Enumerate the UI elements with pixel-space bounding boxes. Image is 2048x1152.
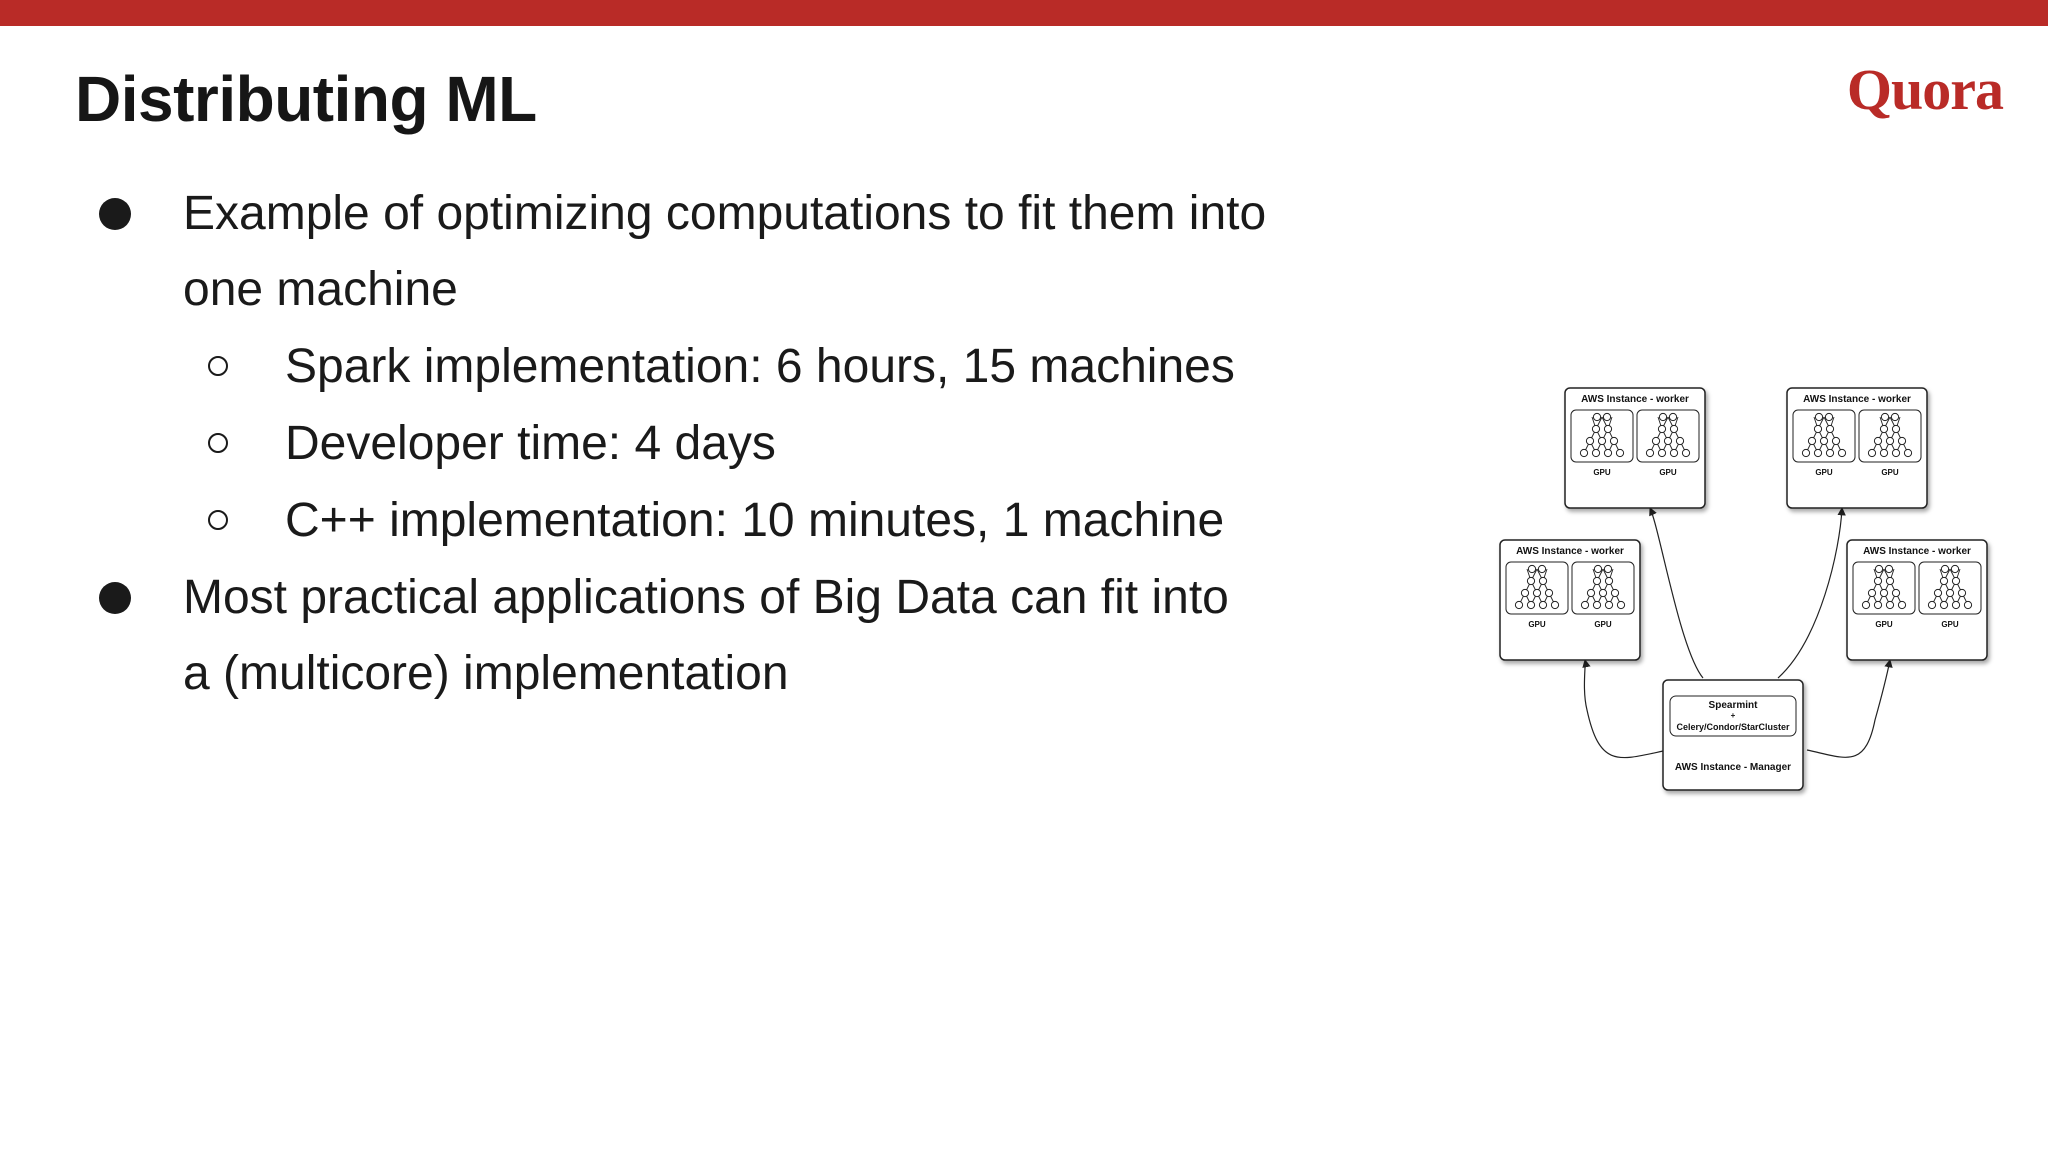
top-accent-bar: [0, 0, 2048, 26]
bullet-2-line-1: Most practical applications of Big Data …: [183, 571, 1229, 624]
worker-label: AWS Instance - worker: [1581, 394, 1689, 405]
worker-node: AWS Instance - worker GPU GPU: [1786, 387, 1928, 509]
gpu-label: GPU: [1815, 468, 1833, 477]
gpu-label: GPU: [1875, 620, 1893, 629]
quora-logo: Quora: [1846, 57, 2004, 122]
manager-plus-label: +: [1731, 711, 1736, 720]
gpu-label: GPU: [1594, 620, 1612, 629]
sub-bullet-circle-icon: [208, 356, 228, 376]
sub-bullet-circle-icon: [208, 433, 228, 453]
sub-bullet-3: C++ implementation: 10 minutes, 1 machin…: [285, 494, 1225, 547]
worker-label: AWS Instance - worker: [1863, 546, 1971, 557]
slide-title: Distributing ML: [75, 63, 537, 135]
sub-bullet-circle-icon: [208, 510, 228, 530]
worker-label: AWS Instance - worker: [1803, 394, 1911, 405]
worker-node: AWS Instance - worker GPU GPU: [1499, 539, 1641, 661]
bullet-2-line-2: a (multicore) implementation: [183, 647, 789, 700]
gpu-label: GPU: [1881, 468, 1899, 477]
manager-node: Spearmint + Celery/Condor/StarCluster AW…: [1662, 679, 1804, 791]
bullet-dot-icon: [99, 198, 131, 230]
connector-lines: [1582, 506, 1893, 759]
manager-label: AWS Instance - Manager: [1675, 762, 1791, 773]
sub-bullet-2: Developer time: 4 days: [285, 417, 776, 470]
gpu-label: GPU: [1941, 620, 1959, 629]
manager-spearmint-label: Spearmint: [1709, 700, 1759, 711]
sub-bullet-1: Spark implementation: 6 hours, 15 machin…: [285, 340, 1235, 393]
worker-node: AWS Instance - worker GPU GPU: [1846, 539, 1988, 661]
gpu-label: GPU: [1659, 468, 1677, 477]
manager-stack-label: Celery/Condor/StarCluster: [1676, 722, 1790, 732]
gpu-label: GPU: [1593, 468, 1611, 477]
worker-node: AWS Instance - worker GPU GPU: [1564, 387, 1706, 509]
gpu-label: GPU: [1528, 620, 1546, 629]
bullet-dot-icon: [99, 582, 131, 614]
bullet-1-line-1: Example of optimizing computations to fi…: [183, 187, 1267, 240]
architecture-diagram: AWS Instance - worker GPU GPU AWS Instan…: [1499, 387, 1988, 791]
worker-label: AWS Instance - worker: [1516, 546, 1624, 557]
bullet-1-line-2: one machine: [183, 263, 458, 316]
